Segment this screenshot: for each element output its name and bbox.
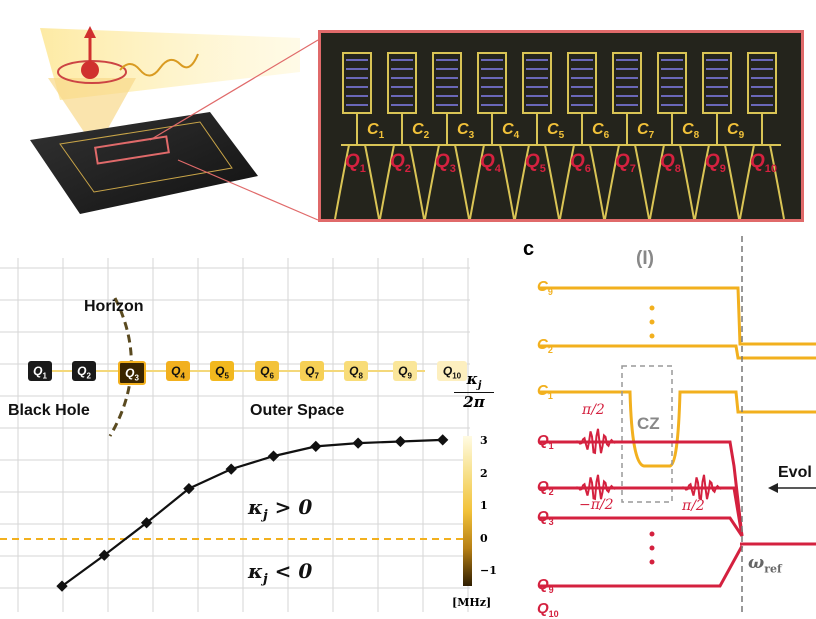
zoom-coupler-label: C1 [367,121,385,142]
sequence-line-label: Q10 [537,600,559,619]
zoom-qubit-label: Q7 [615,151,636,175]
q2-line [540,486,744,537]
sequence-line-label: C2 [537,336,553,355]
zoom-qubit-label: Q5 [525,151,546,175]
funnel [48,78,136,150]
chip-body [30,112,258,214]
sequence-line-label: Q9 [537,576,554,595]
cz-label: CZ [637,414,660,433]
colorbar-tick: 3 [480,434,488,447]
colorbar-tick: 1 [480,499,488,512]
zoom-qubit-label: Q3 [435,151,456,175]
zoom-coupler-label: C6 [592,121,610,142]
colorbar-title: κj 2π [454,370,494,411]
black-hole-label: Black Hole [8,402,90,419]
zoom-coupler-label: C7 [637,121,655,142]
chain-qubit-node: Q4 [166,361,190,381]
c1-line [540,390,816,468]
omega-ref-label: ωref [748,553,782,576]
data-point [352,437,364,449]
pulse-q2 [573,474,618,501]
kappa-positive-label: κj > 0 [248,495,313,523]
wave-arrow [119,53,199,77]
zoom-coupler-label: C3 [457,121,475,142]
zoom-coupler-label: C8 [682,121,700,142]
pi2-right-label: π/2 [682,498,705,514]
zoom-qubit-label: Q9 [705,151,726,175]
sequence-line-label: C9 [537,278,553,297]
chain-qubit-node: Q3 [118,361,146,385]
pulse-q1 [573,428,618,455]
panel-b: Horizon Black Hole Outer Space Q1 Q2 Q3 Q4 Q… [0,258,512,612]
sequence-line-label: C1 [537,382,553,401]
colorbar-tick: −1 [480,564,497,577]
pi2-top-label: π/2 [582,402,605,418]
panel-c-letter: c [523,238,535,260]
orbit-ring [57,60,127,84]
kappa-curve [61,438,443,588]
evol-arrow [768,483,778,493]
zoom-qubit-label: Q1 [345,151,366,175]
chain-qubit-node: Q8 [344,361,368,381]
chip-zoom-frame: Q1 Q2 Q3 Q4 Q5 Q6 Q7 Q8 Q9 Q10 C1 C2 C3 C4 C5 C6 C7 C8 C9 [318,30,804,222]
c9-line [540,286,816,346]
data-point [267,450,280,462]
chain-qubit-node: Q10 [437,361,467,381]
zoom-coupler-label: C9 [727,121,745,142]
horizon-label: Horizon [84,298,144,315]
pi2-neg-label: −π/2 [579,497,614,513]
c2-line [540,344,816,360]
zoom-qubit-label: Q10 [750,151,778,175]
zoom-coupler-label: C4 [502,121,520,142]
pulse-q2-second [679,474,724,501]
colorbar [463,436,472,586]
stage-label: (I) [636,248,654,269]
zoom-qubit-label: Q8 [660,151,681,175]
zoom-coupler-label: C5 [547,121,565,142]
q1-line [540,440,744,537]
zoom-coupler-label: C2 [412,121,430,142]
pulse-sequence [540,236,816,612]
colorbar-tick: 0 [480,531,488,545]
colorbar-tick: 2 [480,466,488,480]
data-point [437,434,449,446]
chip-zoom-art [321,33,801,219]
zoom-qubit-label: Q6 [570,151,591,175]
zoom-qubit-label: Q2 [390,151,411,175]
outer-space-label: Outer Space [250,402,345,419]
zoom-qubit-label: Q4 [480,151,501,175]
colorbar-unit: [MHz] [452,596,492,609]
data-point [183,482,195,495]
data-point [310,440,322,453]
sequence-line-label: Q1 [537,432,554,451]
q3-line [540,516,744,537]
spin-ball [81,61,99,79]
q9-line [540,545,744,588]
chain-qubit-node: Q7 [300,361,324,381]
chain-qubit-node: Q6 [255,361,279,381]
chain-qubit-node: Q2 [72,361,96,381]
sequence-line-label: Q3 [537,508,554,527]
data-point [394,435,407,448]
chain-qubit-node: Q1 [28,361,52,381]
data-point [140,517,153,529]
chain-qubit-node: Q9 [393,361,417,381]
chain-qubit-node: Q5 [210,361,234,381]
evol-label: Evol [778,464,812,481]
cz-box [621,365,673,503]
kappa-negative-label: κj < 0 [248,559,313,587]
data-point [225,463,237,475]
chip-illustration [30,26,319,221]
sequence-line-label: Q2 [537,478,554,497]
